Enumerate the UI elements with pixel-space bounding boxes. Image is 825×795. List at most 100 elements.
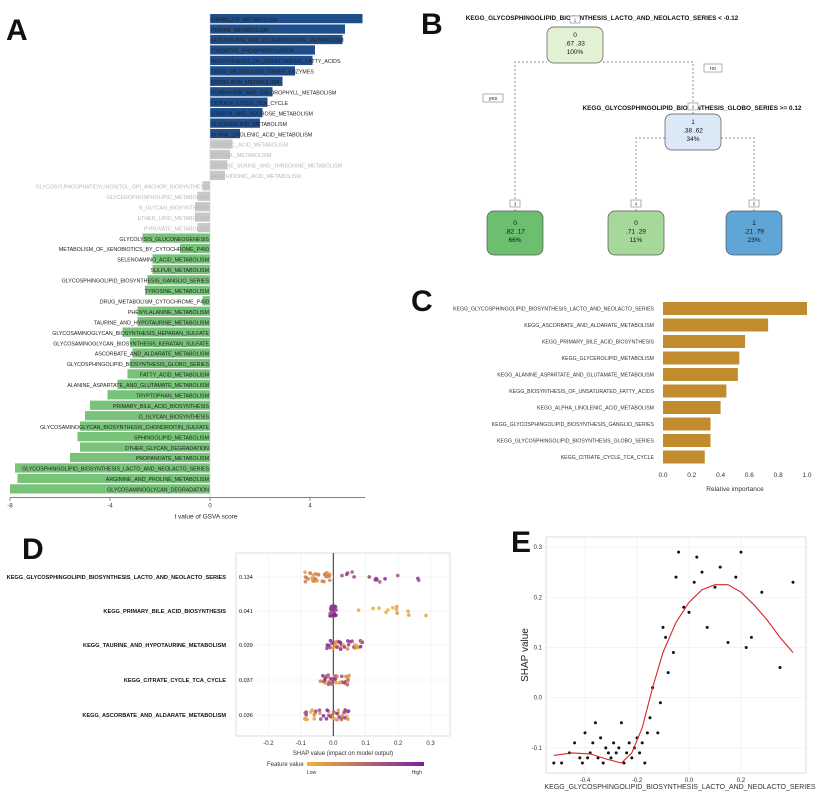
shap-dot [358,644,363,649]
shap-dot [304,710,309,714]
bar-label-31: GLYCOSAMINOGLYCAN_BIOSYNTHESIS_KERATAN_S… [53,341,209,347]
shap-dot [325,570,329,575]
shap-dot [311,573,316,577]
shap-tick-1: -0.1 [296,741,307,747]
bar-label-41: OTHER_GLYCAN_DEGRADATION [125,446,209,452]
bar-label-25: GLYCOSPHINGOLIPID_BIOSYNTHESIS_GANGLIO_S… [62,279,210,285]
bar-label-1: PURINE_METABOLISM [211,28,268,34]
shap-dot [394,604,399,609]
bar-11 [210,128,240,139]
node-id-4: 5 [753,202,756,207]
importance-bar-8 [663,434,711,447]
bar-label-22: METABOLISM_OF_XENOBIOTICS_BY_CYTOCHROME_… [59,247,209,253]
bar-32 [132,348,210,358]
node-probs-4: .21 .79 [744,229,764,236]
importance-label-1: KEGG_ASCORBATE_AND_ALDARATE_METABOLISM [524,323,654,329]
node-id-box-1 [687,102,699,111]
dep-point-7 [586,756,590,760]
dep-point-23 [627,741,631,745]
node-class-0: 0 [573,32,577,39]
shap-dot [324,716,329,721]
bar-label-2: GLYOXYLATE_AND_DICARBOXYLATE_METABOLISM [211,38,344,44]
node-id-2: 3 [514,202,517,207]
shap-dot [352,575,356,579]
bar-label-39: GLYCOSAMINOGLYCAN_BIOSYNTHESIS_CHONDROIT… [40,425,209,431]
dep-point-33 [656,731,660,735]
bar-26 [145,285,210,295]
bar-label-15: ARACHIDONIC_ACID_METABOLISM [211,174,301,180]
bar-30 [122,327,210,337]
shap-dot [321,679,326,684]
shap-dot [342,710,346,715]
shap-dot [331,646,335,650]
shap-dot [325,646,329,651]
dep-point-41 [682,605,686,609]
dep-point-36 [664,635,668,639]
yes-label-box: yes [482,93,504,103]
shap-dot [333,677,337,681]
shap-dot [303,570,307,575]
root-split-label: KEGG_GLYCOSPHINGOLIPID_BIOSYNTHESIS_LACT… [466,15,739,22]
shap-dot [394,607,399,612]
legend-high-label: High [412,770,423,776]
bar-label-12: LINOLEIC_ACID_METABOLISM [211,143,288,149]
no-label: no [710,66,716,72]
legend-color-bar [307,762,424,766]
dep-y-tick-0: -0.1 [532,746,543,752]
dep-point-12 [599,736,603,740]
shap-dot [327,680,331,684]
dep-point-14 [604,746,608,750]
dep-point-27 [638,751,642,755]
dep-y-tick-3: 0.2 [534,595,543,601]
bar-label-30: GLYCOSAMINOGLYCAN_BIOSYNTHESIS_HEPARAN_S… [52,331,209,337]
shap-dot [345,647,350,651]
bar-41 [80,442,210,452]
shap-dot [416,578,421,583]
legend-low-label: Low [307,770,317,776]
bar-35 [117,379,210,389]
dep-point-6 [583,731,587,735]
bar-label-37: PRIMARY_BILE_ACID_BIOSYNTHESIS [113,404,210,410]
importance-tick-1: 0.2 [687,472,696,479]
bar-label-10: GLYCEROLIPID_METABOLISM [211,122,287,128]
shap-dot [320,673,325,678]
bar-29 [137,317,210,327]
node-pct-3: 11% [630,237,643,244]
bar-34 [127,369,210,379]
dep-point-50 [734,575,738,579]
shap-feature-label-0: KEGG_GLYCOSPHINGOLIPID_BIOSYNTHESIS_LACT… [7,575,227,581]
node-pct-2: 66% [508,237,521,244]
bar-0 [210,14,363,24]
bar-42 [70,452,210,463]
dep-point-30 [645,731,649,735]
shap-dot [325,643,330,647]
shap-dot [346,717,350,721]
bar-label-33: GLYCOSPHINGOLIPID_BIOSYNTHESIS_GLOBO_SER… [67,362,210,368]
importance-label-8: KEGG_GLYCOSPHINGOLIPID_BIOSYNTHESIS_GLOB… [497,438,655,444]
shap-dot [312,713,316,717]
dep-point-28 [640,741,644,745]
dep-y-title: SHAP value [520,628,531,682]
dep-point-15 [606,751,610,755]
bar-label-23: SELENOAMINO_ACID_METABOLISM [117,258,209,264]
shap-dot [356,608,361,612]
shap-dot [336,708,341,712]
bar-1 [210,24,345,34]
x-tick-label-3: 4 [308,504,312,510]
shap-dot [395,573,400,578]
shap-feature-label-4: KEGG_ASCORBATE_AND_ALDARATE_METABOLISM [82,713,226,719]
importance-bar-7 [663,417,711,431]
x-axis-title: t value of GSVA score [174,514,237,520]
shap-dot [328,614,332,618]
shap-dot [335,645,339,650]
node-pct-0: 100% [567,49,584,56]
dep-point-45 [700,570,704,574]
shap-dot [304,713,309,717]
shap-dot [316,573,321,577]
bar-44 [17,473,210,484]
shap-dot [332,710,336,714]
bar-45 [10,484,210,494]
dep-point-31 [648,716,652,720]
shap-dot [318,711,322,716]
